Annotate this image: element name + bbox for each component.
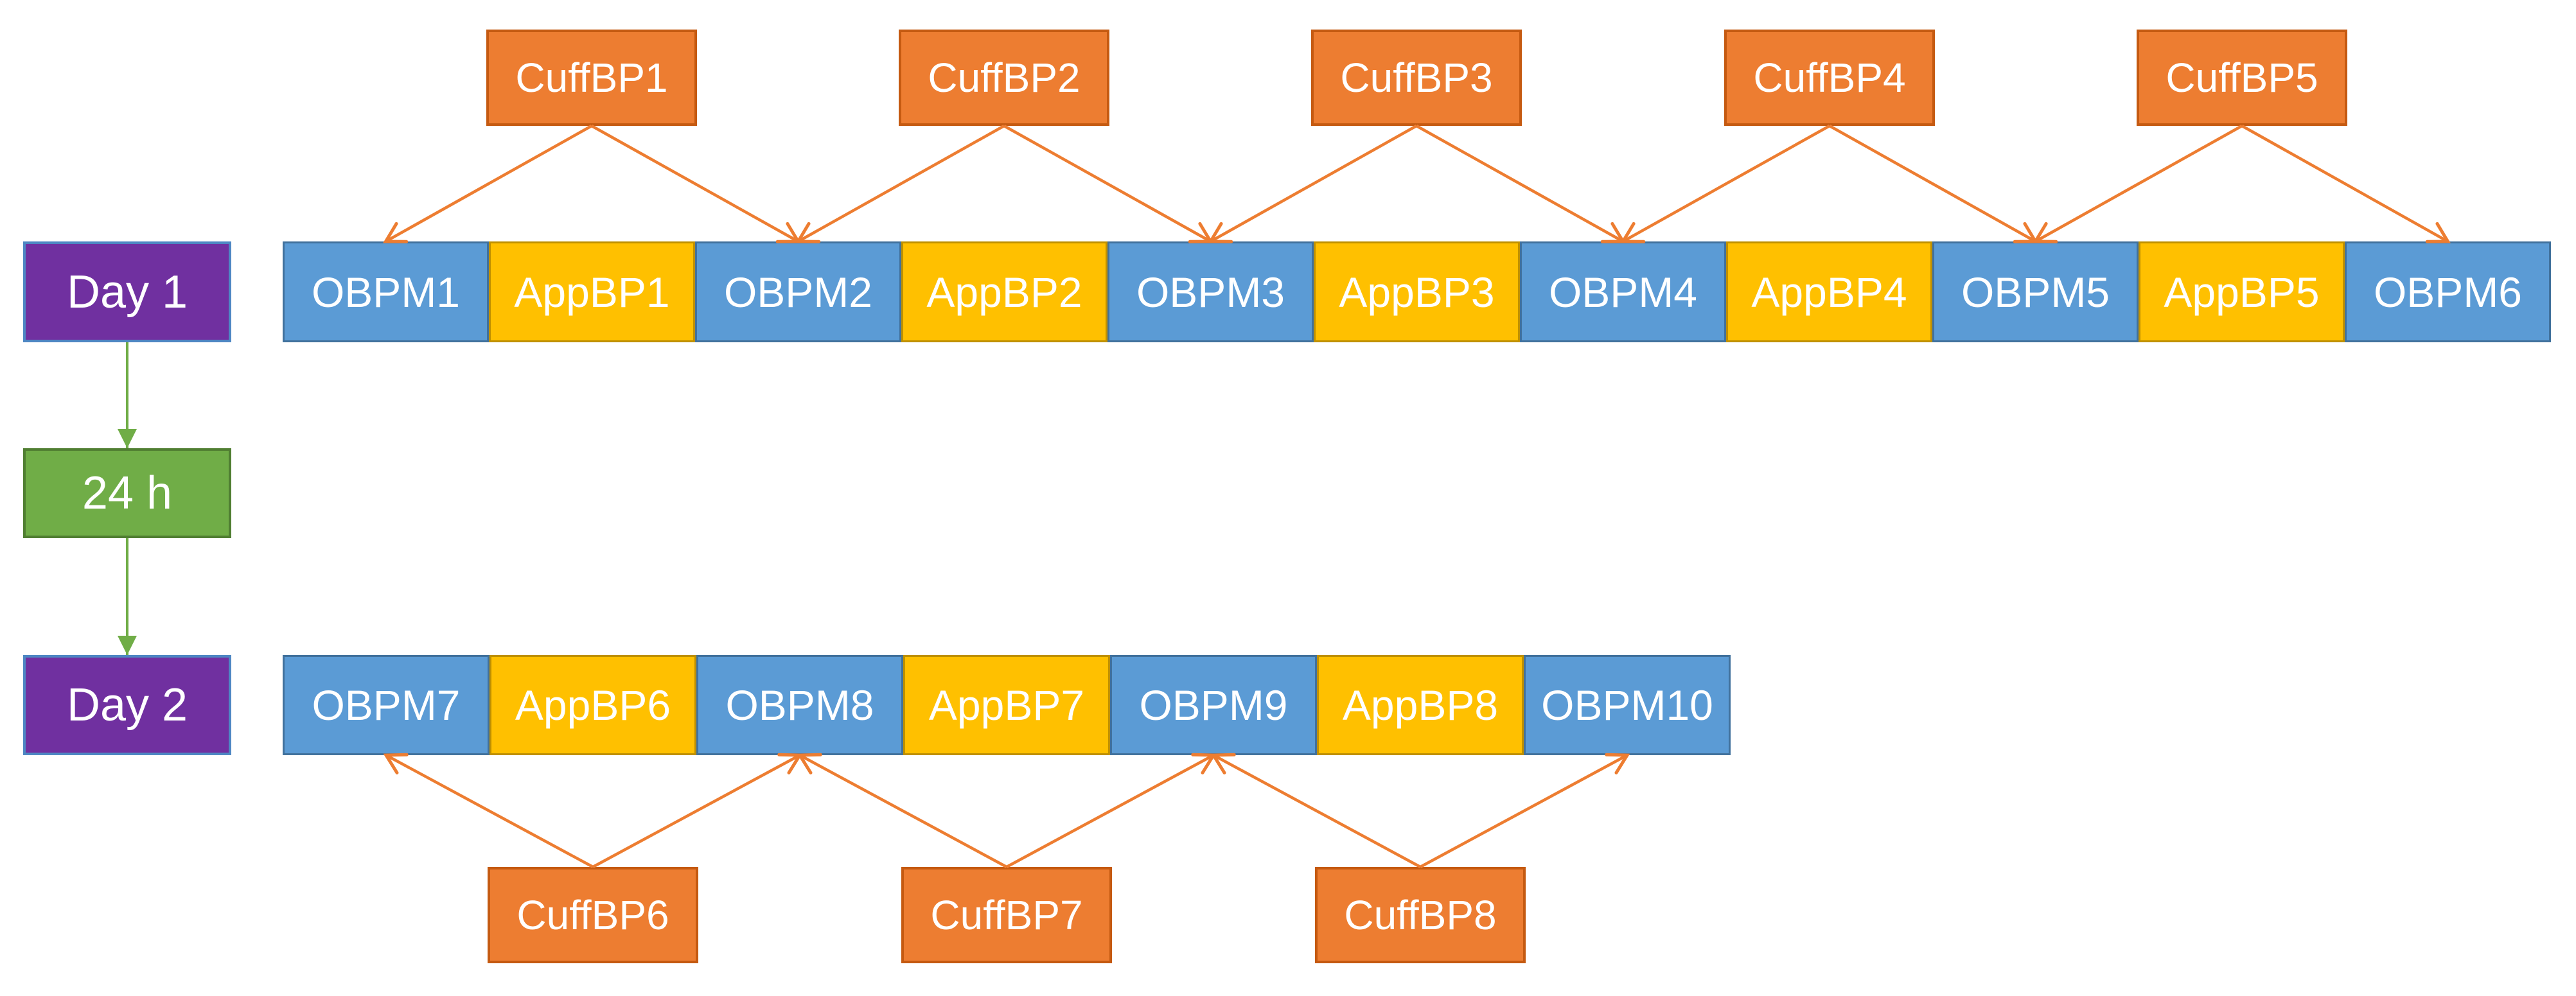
- connector-cuffbp7-obpm9: [1005, 753, 1217, 868]
- day2-label-box: Day 2: [23, 655, 231, 755]
- cuffbp1-box: CuffBP1: [486, 30, 697, 126]
- day1-cell-obpm5: OBPM5: [1932, 241, 2139, 342]
- connector-cuffbp7-obpm8: [797, 753, 1008, 868]
- day2-cell-obpm8: OBPM8: [696, 655, 903, 755]
- day2-cell-appbp6: AppBP6: [490, 655, 696, 755]
- day1-cell-obpm2: OBPM2: [695, 241, 901, 342]
- connector-cuffbp3-obpm4: [1415, 125, 1626, 243]
- day1-cell-obpm3: OBPM3: [1107, 241, 1314, 342]
- day1-cell-appbp4: AppBP4: [1726, 241, 1932, 342]
- day1-cell-appbp3: AppBP3: [1314, 241, 1520, 342]
- day2-cell-obpm10: OBPM10: [1524, 655, 1731, 755]
- day1-cell-appbp5: AppBP5: [2139, 241, 2345, 342]
- connector-cuffbp1-obpm1: [383, 125, 593, 243]
- connector-cuffbp5-obpm5: [2033, 125, 2243, 243]
- cuffbp3-box: CuffBP3: [1311, 30, 1522, 126]
- connector-cuffbp2-obpm3: [1003, 125, 1213, 243]
- day1-cell-obpm4: OBPM4: [1520, 241, 1726, 342]
- connector-cuffbp4-obpm4: [1620, 125, 1831, 243]
- connector-cuffbp5-obpm6: [2241, 125, 2451, 243]
- day2-cell-obpm9: OBPM9: [1110, 655, 1317, 755]
- duration-24h-box: 24 h: [23, 448, 231, 538]
- cuffbp7-box: CuffBP7: [901, 867, 1112, 963]
- day1-cell-obpm1: OBPM1: [283, 241, 489, 342]
- connector-cuffbp1-obpm2: [590, 125, 801, 243]
- day1-cell-obpm6: OBPM6: [2345, 241, 2551, 342]
- connector-cuffbp3-obpm3: [1208, 125, 1418, 243]
- connector-cuffbp8-obpm9: [1210, 753, 1422, 868]
- day1-cell-appbp2: AppBP2: [901, 241, 1107, 342]
- day2-sequence-row: OBPM7 AppBP6 OBPM8 AppBP7 OBPM9 AppBP8 O…: [283, 655, 1731, 755]
- connector-cuffbp2-obpm2: [795, 125, 1005, 243]
- connector-cuffbp6-obpm7: [383, 753, 594, 868]
- connector-cuffbp6-obpm8: [592, 753, 803, 868]
- day1-label-box: Day 1: [23, 241, 231, 342]
- cuffbp4-box: CuffBP4: [1724, 30, 1935, 126]
- cuffbp2-box: CuffBP2: [899, 30, 1109, 126]
- day2-cell-obpm7: OBPM7: [283, 655, 490, 755]
- day1-sequence-row: OBPM1 AppBP1 OBPM2 AppBP2 OBPM3 AppBP3 O…: [283, 241, 2551, 342]
- cuffbp5-box: CuffBP5: [2137, 30, 2347, 126]
- day1-cell-appbp1: AppBP1: [489, 241, 695, 342]
- day2-cell-appbp8: AppBP8: [1317, 655, 1524, 755]
- cuffbp6-box: CuffBP6: [488, 867, 698, 963]
- cuffbp8-box: CuffBP8: [1315, 867, 1526, 963]
- connector-cuffbp8-obpm10: [1419, 753, 1630, 868]
- connector-cuffbp4-obpm5: [1828, 125, 2038, 243]
- day2-cell-appbp7: AppBP7: [903, 655, 1110, 755]
